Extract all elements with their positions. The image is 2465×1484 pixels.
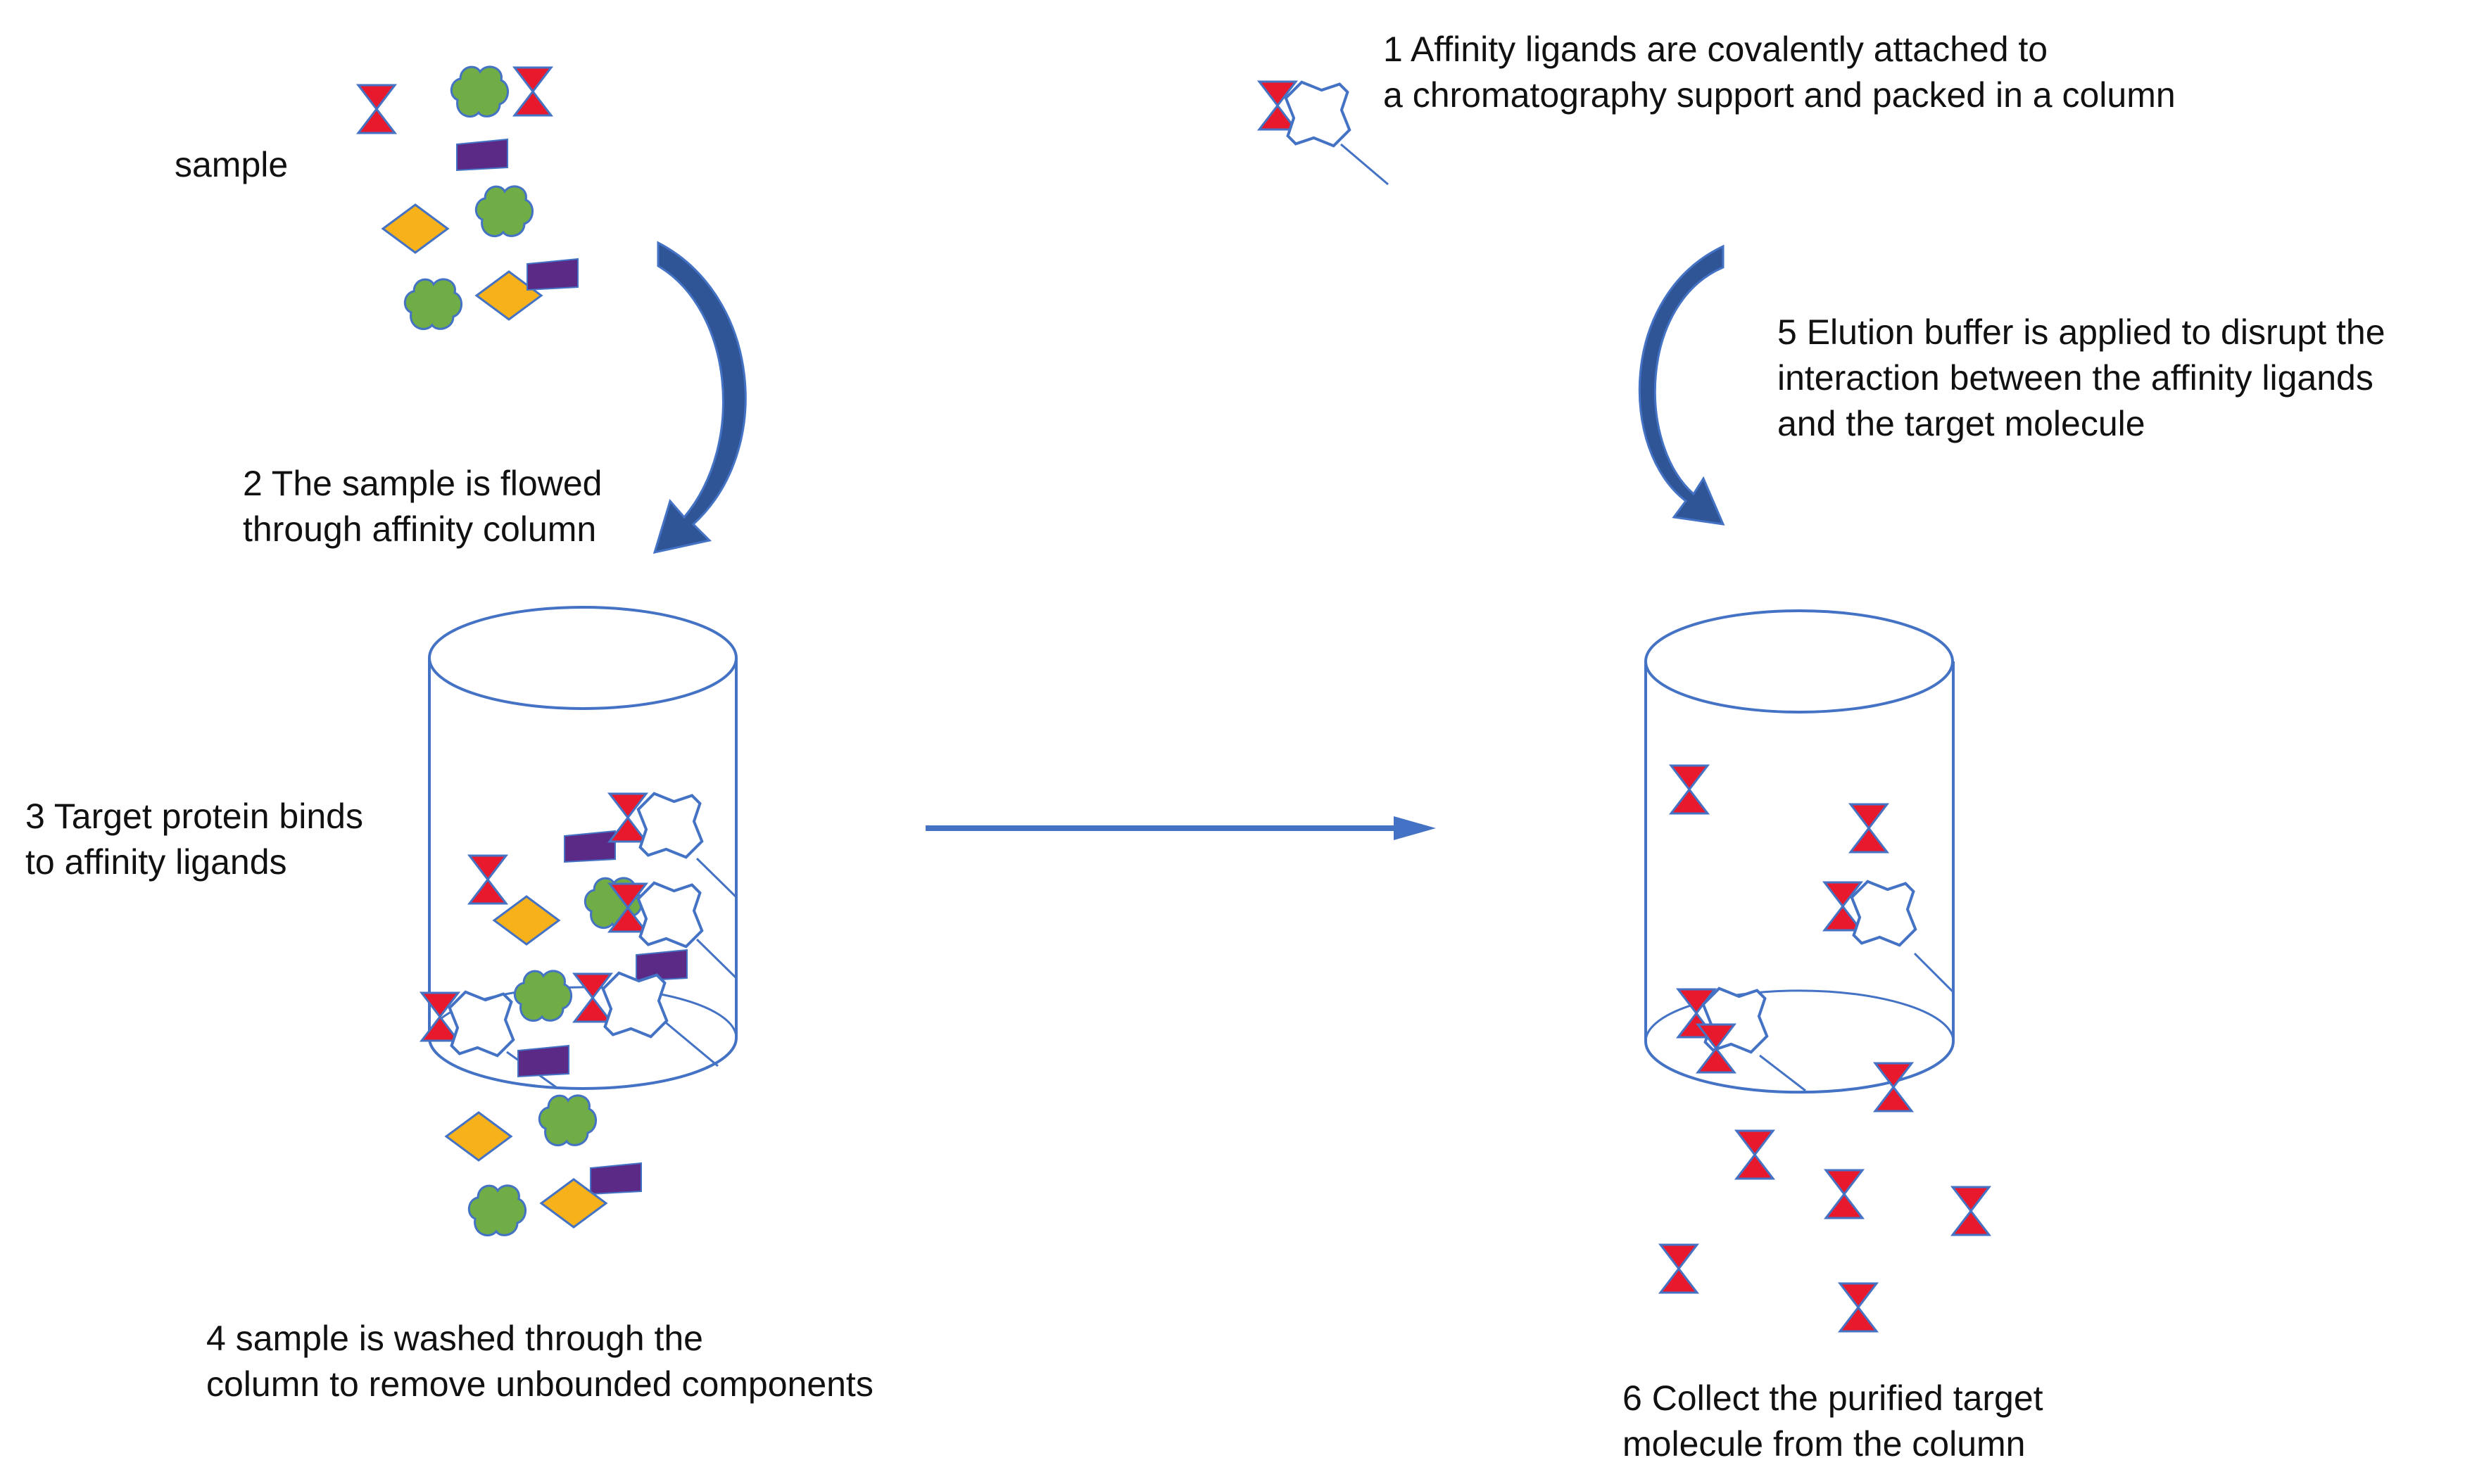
globular-protein-icon bbox=[474, 185, 534, 238]
eluted-target-molecules bbox=[1659, 1062, 1991, 1333]
left-column-cylinder-icon bbox=[428, 606, 738, 1090]
step6-line1: 6 Collect the purified target bbox=[1622, 1378, 2043, 1418]
curved-arrow-icon bbox=[652, 241, 747, 554]
sample-label: sample bbox=[175, 145, 289, 184]
right-column-cylinder-icon bbox=[1644, 609, 1955, 1094]
purple-block-icon bbox=[527, 258, 579, 291]
target-molecule-icon bbox=[513, 66, 553, 117]
step2-line1: 2 The sample is flowed bbox=[243, 464, 603, 503]
step4-line2: column to remove unbounded components bbox=[206, 1364, 874, 1404]
step6-line2: molecule from the column bbox=[1622, 1424, 2026, 1464]
target-molecule-icon bbox=[357, 84, 396, 134]
straight-arrow-icon bbox=[926, 816, 1436, 840]
curved-arrow-icon bbox=[1638, 244, 1725, 526]
purple-block-icon bbox=[456, 139, 508, 171]
step3-line2: to affinity ligands bbox=[25, 842, 287, 882]
washed-out-components bbox=[445, 1094, 642, 1237]
step1-line2: a chromatography support and packed in a… bbox=[1383, 75, 2176, 115]
sample-molecules bbox=[357, 65, 579, 331]
right-column-contents bbox=[1670, 764, 1955, 1092]
step3-line1: 3 Target protein binds bbox=[25, 797, 363, 836]
globular-protein-icon bbox=[450, 65, 510, 118]
step5-line2: interaction between the affinity ligands bbox=[1777, 358, 2373, 398]
step4-line1: 4 sample is washed through the bbox=[206, 1319, 703, 1358]
globular-protein-icon bbox=[403, 278, 463, 331]
step5-line3: and the target molecule bbox=[1777, 404, 2145, 443]
step2-line2: through affinity column bbox=[243, 509, 597, 549]
step5-line1: 5 Elution buffer is applied to disrupt t… bbox=[1777, 312, 2385, 352]
orange-diamond-icon bbox=[382, 203, 449, 254]
legend-ligand-icon bbox=[1258, 63, 1389, 186]
left-column-contents bbox=[420, 774, 738, 1089]
step1-line1: 1 Affinity ligands are covalently attach… bbox=[1383, 30, 2048, 69]
